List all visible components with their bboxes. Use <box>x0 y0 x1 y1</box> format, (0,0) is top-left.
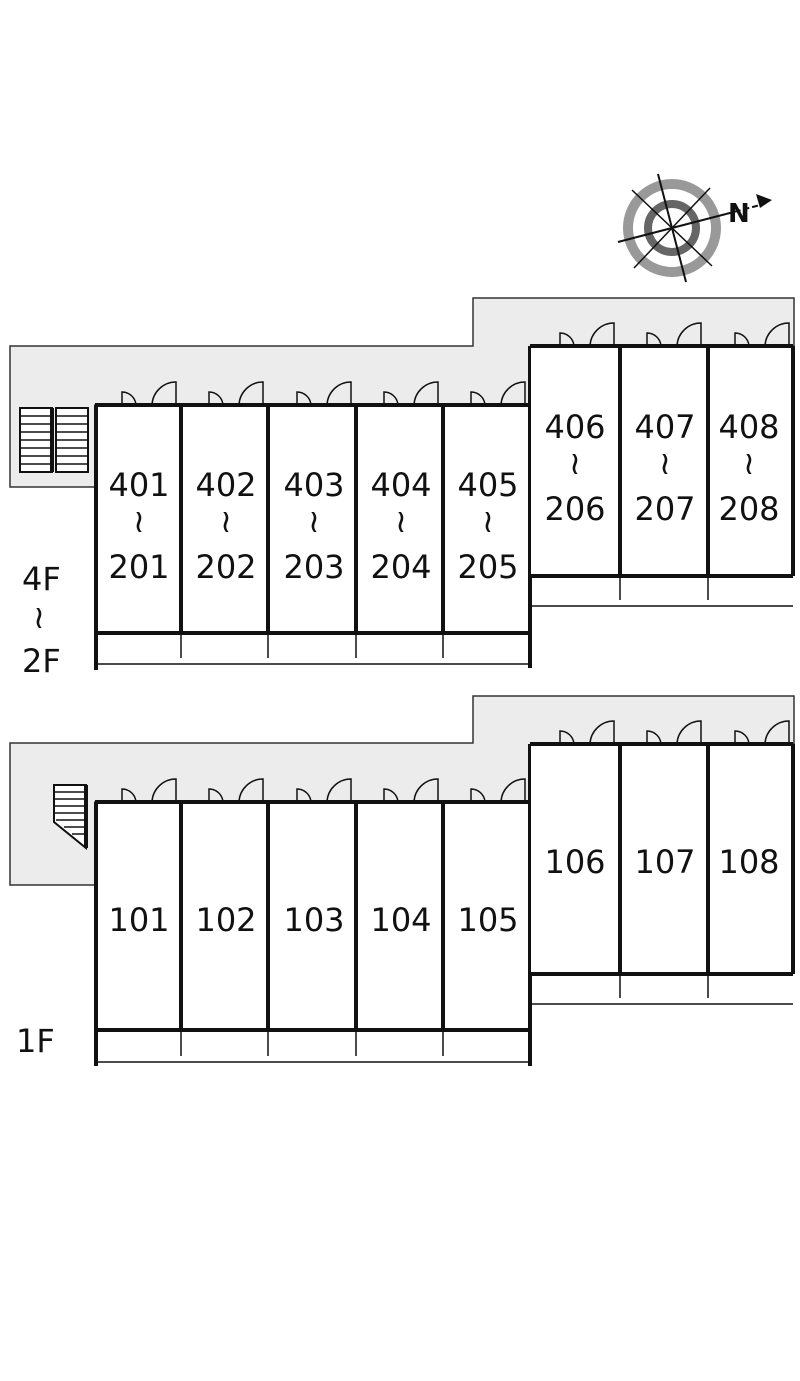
floor-range-separator: ≀ <box>33 598 45 636</box>
unit-number-bottom: 205 <box>457 548 518 586</box>
unit-number-top: 408 <box>718 408 779 446</box>
unit-number: 107 <box>634 843 695 881</box>
unit-number-top: 407 <box>634 408 695 446</box>
lower-block: 101 102 103 104 105 106 107 108 1F <box>9 695 795 1066</box>
compass-north-label: N <box>728 199 750 229</box>
range-separator: ≀ <box>395 502 407 540</box>
unit-number-top: 401 <box>108 466 169 504</box>
unit-number-top: 405 <box>457 466 518 504</box>
floor-label-4f: 4F <box>22 560 61 598</box>
range-separator: ≀ <box>743 444 755 482</box>
unit-401-208-label: 401 ≀ 201 402 ≀ 202 403 ≀ 203 404 ≀ 204 … <box>108 408 779 586</box>
stairs-icon <box>53 784 88 851</box>
stairs-icon <box>19 407 89 473</box>
unit-number: 105 <box>457 901 518 939</box>
floor-label-2f: 2F <box>22 642 61 680</box>
floor-label-1f: 1F <box>16 1022 55 1060</box>
range-separator: ≀ <box>482 502 494 540</box>
unit-number-top: 406 <box>544 408 605 446</box>
unit-number: 102 <box>195 901 256 939</box>
compass-rose-icon <box>617 173 772 283</box>
unit-number: 104 <box>370 901 431 939</box>
unit-number-bottom: 201 <box>108 548 169 586</box>
upper-block: 401 ≀ 201 402 ≀ 202 403 ≀ 203 404 ≀ 204 … <box>9 297 795 680</box>
unit-number-top: 403 <box>283 466 344 504</box>
unit-number-bottom: 204 <box>370 548 431 586</box>
unit-number-bottom: 203 <box>283 548 344 586</box>
unit-number-top: 402 <box>195 466 256 504</box>
unit-number-top: 404 <box>370 466 431 504</box>
unit-number-bottom: 206 <box>544 490 605 528</box>
unit-number: 101 <box>108 901 169 939</box>
unit-number-bottom: 207 <box>634 490 695 528</box>
range-separator: ≀ <box>220 502 232 540</box>
range-separator: ≀ <box>569 444 581 482</box>
unit-number-bottom: 208 <box>718 490 779 528</box>
unit-101-108-labels: 101 102 103 104 105 106 107 108 <box>108 843 779 939</box>
lower-door-icons <box>121 720 790 803</box>
unit-number-bottom: 202 <box>195 548 256 586</box>
range-separator: ≀ <box>133 502 145 540</box>
unit-number: 103 <box>283 901 344 939</box>
unit-number: 106 <box>544 843 605 881</box>
unit-number: 108 <box>718 843 779 881</box>
range-separator: ≀ <box>308 502 320 540</box>
upper-door-icons <box>121 322 790 406</box>
range-separator: ≀ <box>659 444 671 482</box>
